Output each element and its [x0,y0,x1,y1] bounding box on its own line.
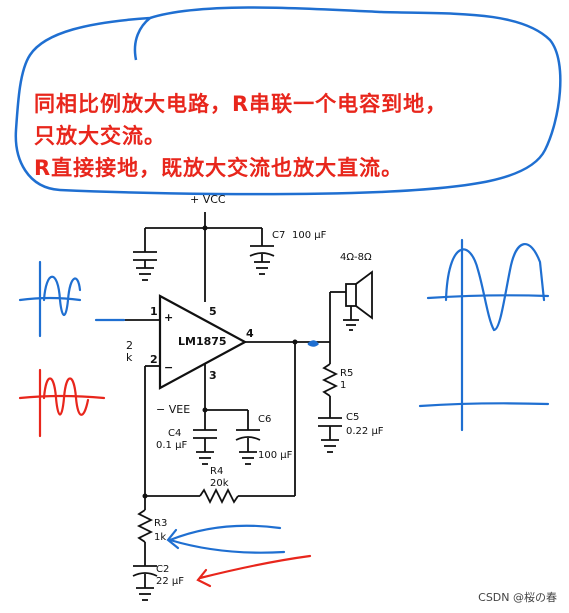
r4-value: 20k [210,478,229,489]
vcc-label: + VCC [190,193,226,206]
c7-value: 100 μF [292,230,327,241]
c2-value: 22 μF [156,576,185,587]
annotation-cloud [14,6,562,196]
c4-name: C4 [168,428,182,439]
speaker-impedance: 4Ω-8Ω [340,252,372,263]
pin-1: 1 [150,305,158,318]
annotation-line-2: 只放大交流。 [34,124,166,148]
r3-name: R3 [154,518,168,529]
plus-input-sign: + [164,311,174,324]
r5-value: 1 [340,380,347,391]
pin-2: 2 [150,353,158,366]
r4-name: R4 [210,466,224,477]
c5-name: C5 [346,412,360,423]
pin-5: 5 [209,305,217,318]
c6-value: 100 μF [258,450,293,461]
c5-value: 0.22 μF [346,426,384,437]
r3-value: 1k [154,532,167,543]
vee-label: − VEE [156,403,191,416]
cloud-tail [133,17,151,61]
annotation-line-1: 同相比例放大电路，R串联一个电容到地， [34,92,448,116]
pin-3: 3 [209,369,217,382]
pin-4: 4 [246,327,254,340]
minus-input-sign: − [164,361,174,374]
partial-label-2: 2 [126,339,133,352]
r5-name: R5 [340,368,354,379]
c6-name: C6 [258,414,272,425]
c2-name: C2 [156,564,170,575]
watermark: CSDN @桜の春 [478,591,557,604]
c4-value: 0.1 μF [156,440,188,451]
ic-name: LM1875 [178,335,227,348]
partial-label-k: k [126,351,133,364]
annotation-line-3: R直接接地，既放大交流也放大直流。 [34,156,404,180]
c7-name: C7 [272,230,286,241]
